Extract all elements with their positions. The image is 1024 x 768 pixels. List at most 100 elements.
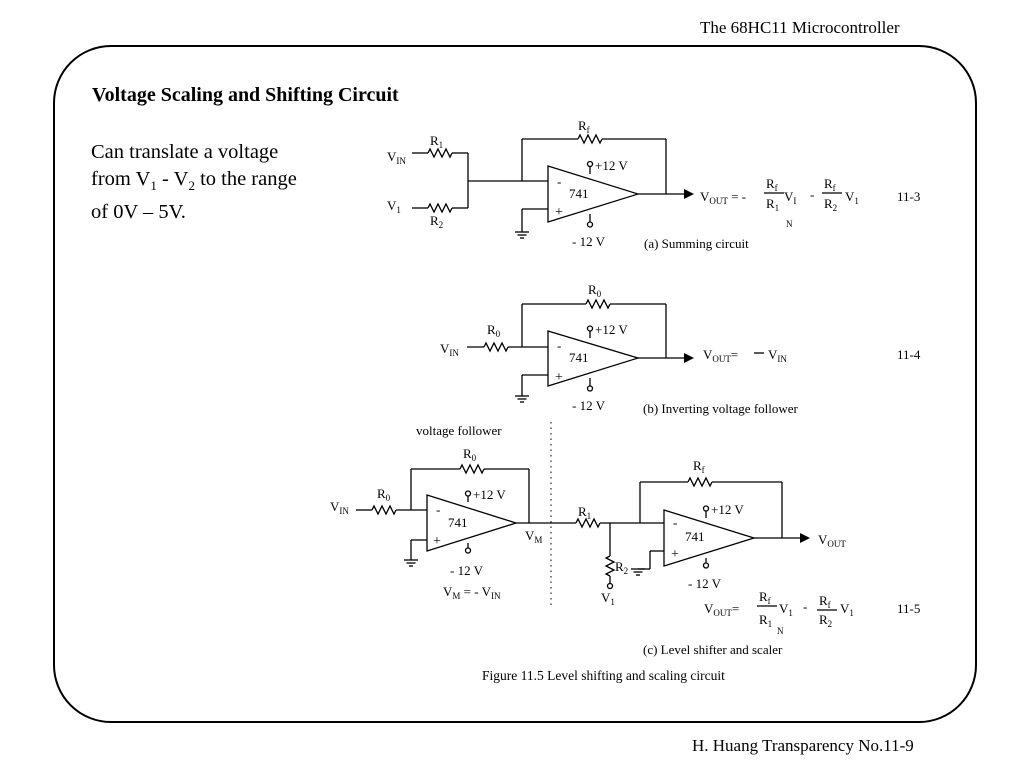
slide-frame bbox=[53, 45, 977, 723]
svg-text:Rf: Rf bbox=[824, 176, 836, 193]
figure-caption: Figure 11.5 Level shifting and scaling c… bbox=[482, 668, 725, 683]
resistor-rf-c bbox=[687, 476, 713, 488]
svg-text:741: 741 bbox=[685, 529, 705, 544]
opamp-a: 741 - + bbox=[547, 165, 641, 223]
equation-11-3: VOUT = - Rf R1 VI N - Rf R2 V1 bbox=[700, 176, 859, 229]
svg-text:VOUT=: VOUT= bbox=[703, 347, 738, 364]
resistor-r0-input-c bbox=[371, 504, 397, 516]
svg-text:VM = - VIN: VM = - VIN bbox=[443, 584, 501, 601]
svg-text:R2: R2 bbox=[819, 612, 832, 629]
follower-label: voltage follower bbox=[416, 423, 502, 438]
svg-text:+12 V: +12 V bbox=[473, 487, 506, 502]
svg-text:Rf: Rf bbox=[693, 458, 705, 475]
header-title: The 68HC11 Microcontroller bbox=[700, 18, 900, 37]
svg-text:R0: R0 bbox=[463, 446, 477, 463]
svg-text:V1: V1 bbox=[601, 590, 615, 607]
svg-text:Rf: Rf bbox=[819, 593, 831, 610]
svg-text:+12 V: +12 V bbox=[711, 502, 744, 517]
svg-text:R1: R1 bbox=[759, 612, 772, 629]
svg-text:N: N bbox=[786, 219, 793, 229]
eq-number-11-4: 11-4 bbox=[897, 347, 921, 362]
circuit-a-summing: 741 - + +12 V - 12 V Rf bbox=[387, 118, 920, 251]
r0-label-input-b: R0 bbox=[487, 322, 501, 339]
opamp-c-scaler: 741 - + bbox=[663, 509, 757, 567]
svg-text:-: - bbox=[436, 502, 440, 517]
svg-text:R0: R0 bbox=[377, 486, 391, 503]
eq-number-11-3: 11-3 bbox=[897, 189, 920, 204]
ground-symbol bbox=[631, 568, 645, 576]
eq-number-11-5: 11-5 bbox=[897, 601, 920, 616]
svg-text:- 12 V: - 12 V bbox=[688, 576, 722, 591]
slide-title: Voltage Scaling and Shifting Circuit bbox=[92, 84, 399, 106]
r0-label-feedback-b: R0 bbox=[588, 282, 602, 299]
vm-label: VM bbox=[525, 528, 542, 545]
svg-text:+: + bbox=[555, 205, 563, 220]
svg-text:+: + bbox=[555, 370, 563, 385]
resistor-r0-feedback-b bbox=[585, 298, 611, 310]
svg-text:VI: VI bbox=[784, 189, 796, 206]
circuit-c-level-shifter: voltage follower 741 - + +12 V - 12 V VI… bbox=[330, 422, 920, 657]
svg-text:+: + bbox=[671, 547, 679, 562]
svg-text:R1: R1 bbox=[766, 196, 779, 213]
vneg-label-a: - 12 V bbox=[572, 234, 606, 249]
vpos-label-b: +12 V bbox=[595, 322, 628, 337]
vpos-label-a: +12 V bbox=[595, 158, 628, 173]
footer-text: H. Huang Transparency No.11-9 bbox=[692, 736, 914, 755]
svg-text:V1: V1 bbox=[779, 601, 793, 618]
svg-text:741: 741 bbox=[448, 515, 468, 530]
r2-label-a: R2 bbox=[430, 213, 443, 230]
svg-text:Rf: Rf bbox=[759, 589, 771, 606]
svg-text:-: - bbox=[803, 599, 807, 614]
vin-label-b: VIN bbox=[440, 341, 459, 358]
resistor-r1-c bbox=[575, 517, 601, 529]
svg-text:VIN: VIN bbox=[768, 347, 787, 364]
slide-body-text: Can translate a voltage from V1 - V2 to … bbox=[91, 139, 297, 226]
resistor-r2-c bbox=[604, 555, 616, 577]
svg-text:-: - bbox=[557, 174, 561, 189]
vneg-label-b: - 12 V bbox=[572, 398, 606, 413]
svg-text:V1: V1 bbox=[845, 189, 859, 206]
rf-label-a: Rf bbox=[578, 118, 590, 135]
v1-label-a: V1 bbox=[387, 198, 401, 215]
vin-label-a: VIN bbox=[387, 149, 406, 166]
ground-symbol bbox=[515, 231, 529, 239]
svg-text:R1: R1 bbox=[578, 504, 591, 521]
svg-text:VIN: VIN bbox=[330, 499, 349, 516]
resistor-r0-feedback-c bbox=[459, 463, 485, 475]
svg-text:-: - bbox=[810, 187, 814, 202]
resistor-r2-a bbox=[427, 202, 453, 214]
opamp-c-follower: 741 - + bbox=[426, 494, 519, 552]
svg-text:R2: R2 bbox=[615, 559, 628, 576]
equation-11-5: VOUT= Rf R1 N V1 - Rf R2 V1 bbox=[704, 589, 854, 636]
resistor-r0-input-b bbox=[483, 341, 509, 353]
body-line: from V1 - V2 to the range bbox=[91, 168, 297, 194]
body-line: Can translate a voltage bbox=[91, 141, 279, 163]
svg-text:741: 741 bbox=[569, 350, 589, 365]
caption-c: (c) Level shifter and scaler bbox=[643, 642, 783, 657]
equation-vm: VM = - VIN bbox=[443, 584, 501, 601]
svg-text:+: + bbox=[433, 534, 441, 549]
svg-text:VOUT=: VOUT= bbox=[704, 601, 739, 618]
resistor-r1-a bbox=[427, 147, 453, 159]
svg-text:-: - bbox=[557, 338, 561, 353]
ground-symbol bbox=[404, 559, 418, 567]
opamp-b: 741 - + bbox=[547, 330, 641, 387]
caption-b: (b) Inverting voltage follower bbox=[643, 401, 799, 416]
caption-a: (a) Summing circuit bbox=[644, 236, 749, 251]
svg-text:- 12 V: - 12 V bbox=[450, 563, 484, 578]
body-line: of 0V – 5V. bbox=[91, 201, 186, 224]
svg-text:Rf: Rf bbox=[766, 176, 778, 193]
circuit-b-inverting: 741 - + +12 V - 12 V VIN R0 R0 VOUT= bbox=[440, 282, 921, 416]
svg-text:N: N bbox=[777, 626, 784, 636]
svg-text:741: 741 bbox=[569, 186, 589, 201]
equation-11-4: VOUT= VIN bbox=[703, 347, 787, 364]
svg-text:V1: V1 bbox=[840, 601, 854, 618]
svg-text:R2: R2 bbox=[824, 196, 837, 213]
ground-symbol bbox=[515, 395, 529, 403]
vout-label-c: VOUT bbox=[818, 532, 846, 549]
r1-label-a: R1 bbox=[430, 133, 443, 150]
resistor-rf-a bbox=[577, 133, 603, 145]
svg-text:VOUT = -: VOUT = - bbox=[700, 189, 746, 206]
svg-text:-: - bbox=[673, 515, 677, 530]
